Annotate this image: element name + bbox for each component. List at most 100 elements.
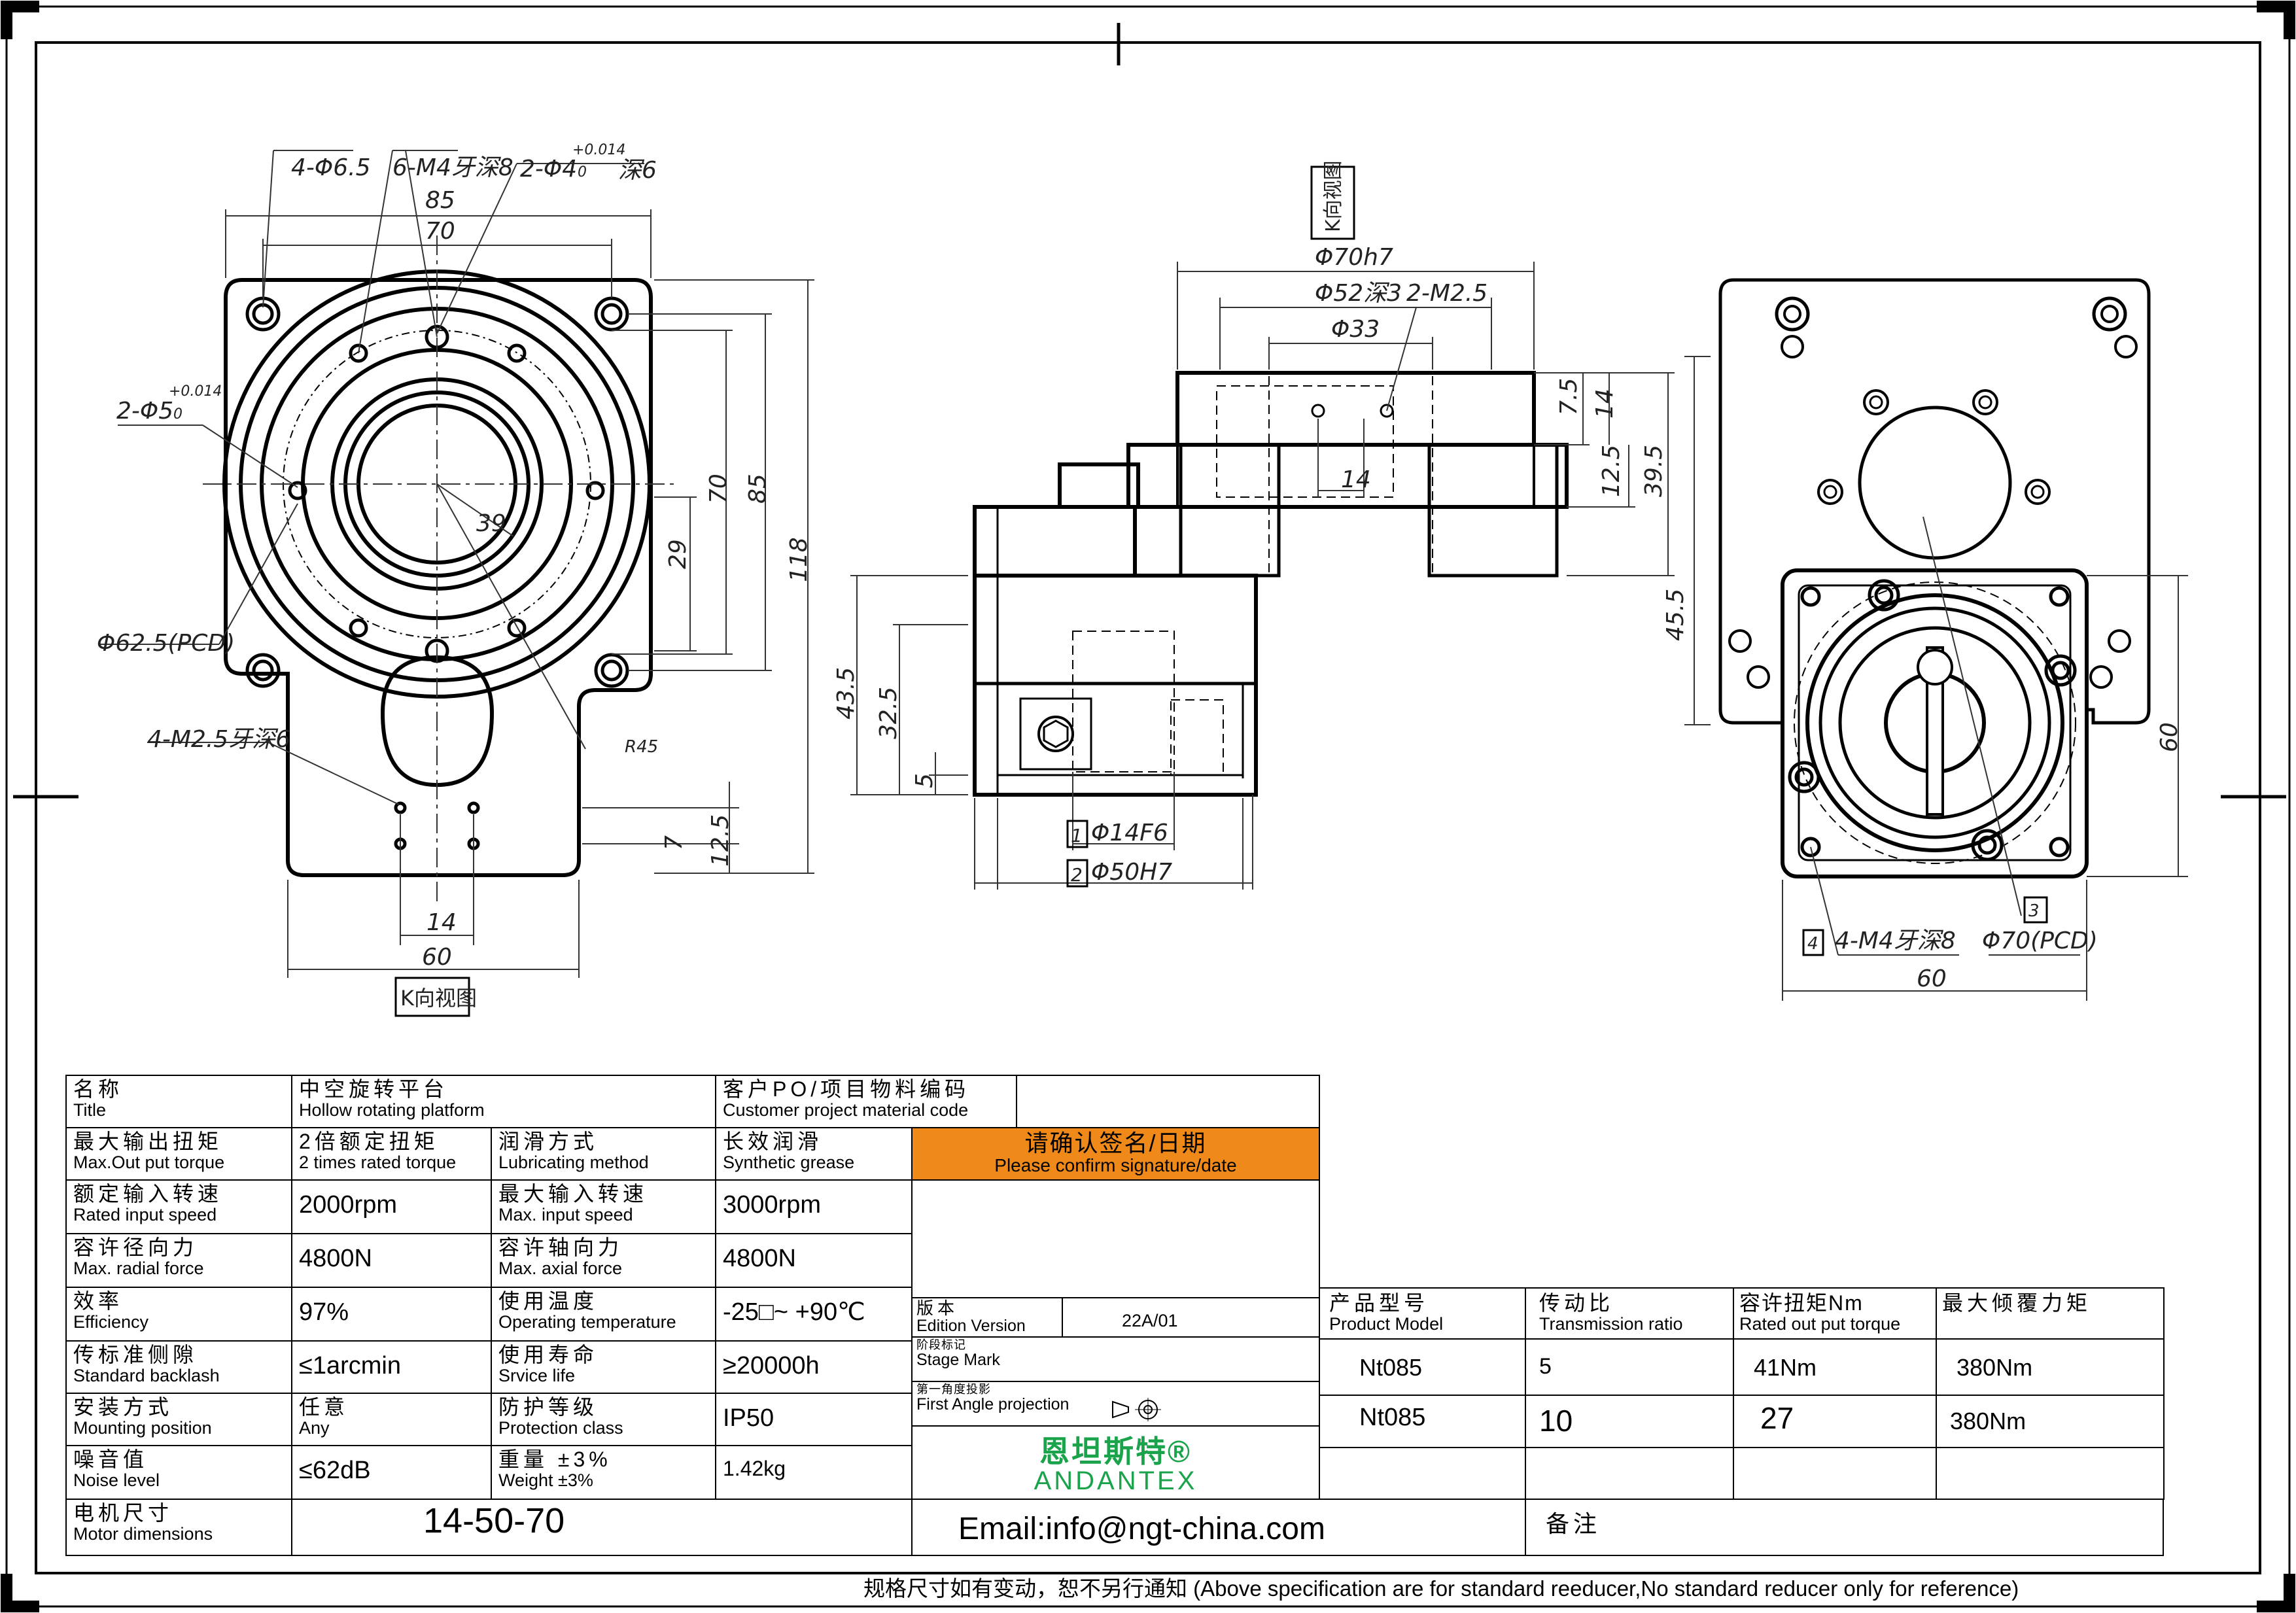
svg-text:4-Φ6.5: 4-Φ6.5 <box>291 154 370 181</box>
svg-text:39.5: 39.5 <box>1641 445 1667 497</box>
edition-value: 22A/01 <box>1062 1297 1320 1338</box>
svg-text:K向视图: K向视图 <box>400 986 477 1011</box>
model-blank-1 <box>1319 1447 1526 1500</box>
svg-text:60: 60 <box>2156 722 2183 752</box>
projection-symbol-icon <box>1112 1398 1161 1421</box>
svg-text:4-M2.5牙深6: 4-M2.5牙深6 <box>147 726 290 753</box>
right-view-labels: 45.5 60 60 4-M4牙深8 Φ70(PCD) 3 4 <box>1662 589 2183 992</box>
model-blank-2 <box>1525 1447 1734 1500</box>
svg-text:7: 7 <box>661 835 687 850</box>
middle-view <box>850 165 1675 890</box>
left-view-labels: 4-Φ6.5 6-M4牙深8 2-Φ4 深6 +0.014 0 2-Φ5 +0.… <box>97 142 812 1011</box>
efficiency-value: 97% <box>291 1287 492 1342</box>
svg-text:12.5: 12.5 <box>707 814 734 867</box>
rated-input-speed-value: 2000rpm <box>291 1179 492 1234</box>
svg-text:0: 0 <box>578 164 587 181</box>
svg-text:0: 0 <box>173 406 183 423</box>
outer-frame <box>5 5 2291 1608</box>
max-input-speed-value: 3000rpm <box>715 1179 913 1234</box>
svg-text:Φ50H7: Φ50H7 <box>1091 859 1172 886</box>
svg-text:85: 85 <box>744 474 771 504</box>
svg-text:118: 118 <box>786 537 812 582</box>
svg-text:+0.014: +0.014 <box>169 383 222 400</box>
signature-area[interactable] <box>911 1179 1320 1298</box>
model-row-1-product: Nt085 <box>1319 1338 1526 1396</box>
svg-text:85: 85 <box>425 187 455 214</box>
drawing-frame <box>35 41 2261 1574</box>
svg-text:Φ52深3: Φ52深3 <box>1315 280 1402 307</box>
svg-text:29: 29 <box>665 539 691 569</box>
svg-text:60: 60 <box>422 944 452 971</box>
svg-text:14: 14 <box>1341 466 1371 493</box>
svg-text:Φ33: Φ33 <box>1331 316 1380 343</box>
left-view <box>98 150 814 1017</box>
service-life-value: ≥20000h <box>715 1340 913 1394</box>
weight-label: 重量 ±3%Weight ±3% <box>491 1445 716 1500</box>
model-row-2-ratio: 10 <box>1525 1395 1734 1448</box>
model-blank-3 <box>1733 1447 1937 1500</box>
model-row-2-tilting-moment: 380Nm <box>1936 1395 2165 1448</box>
svg-text:1: 1 <box>1071 825 1083 846</box>
svg-text:K向视图: K向视图 <box>1322 160 1345 232</box>
svg-text:2-Φ5: 2-Φ5 <box>116 398 173 425</box>
svg-text:45.5: 45.5 <box>1662 589 1689 641</box>
protection-class-value: IP50 <box>715 1393 913 1446</box>
model-blank-4 <box>1936 1447 2165 1500</box>
noise-level-value: ≤62dB <box>291 1445 492 1500</box>
svg-text:7.5: 7.5 <box>1556 378 1582 415</box>
radial-force-value: 4800N <box>291 1233 492 1288</box>
operating-temperature-value: -25□~ +90℃ <box>715 1287 913 1342</box>
svg-text:32.5: 32.5 <box>875 687 902 739</box>
svg-text:5: 5 <box>911 773 938 788</box>
model-header-tilting-moment: 最大倾覆力矩 <box>1936 1287 2165 1340</box>
svg-text:39: 39 <box>476 510 506 537</box>
svg-text:43.5: 43.5 <box>833 667 860 720</box>
right-view <box>1684 278 2188 1001</box>
svg-text:12.5: 12.5 <box>1598 445 1625 497</box>
svg-text:6-M4牙深8: 6-M4牙深8 <box>392 154 513 181</box>
svg-text:R45: R45 <box>625 737 658 757</box>
svg-text:Φ70(PCD): Φ70(PCD) <box>1982 928 2098 954</box>
brand-logo: 恩坦斯特®ANDANTEX <box>911 1425 1320 1500</box>
model-row-1-tilting-moment: 380Nm <box>1936 1338 2165 1396</box>
model-row-2-product: Nt085 <box>1319 1395 1526 1448</box>
svg-text:2-Φ4: 2-Φ4 <box>520 156 577 182</box>
motor-dimensions-value: 14-50-70 <box>291 1499 913 1556</box>
svg-text:14: 14 <box>1592 389 1618 419</box>
backlash-value: ≤1arcmin <box>291 1340 492 1394</box>
svg-text:70: 70 <box>425 218 455 245</box>
remarks-cell: 备注 <box>1525 1499 2164 1556</box>
svg-text:14: 14 <box>426 909 457 936</box>
email-contact[interactable]: Email:info@ngt-china.com <box>911 1499 1526 1556</box>
customer-code-value[interactable] <box>1016 1075 1320 1128</box>
footer-note: 规格尺寸如有变动，恕不另行通知 (Above specification are… <box>863 1576 2019 1601</box>
axial-force-value: 4800N <box>715 1233 913 1288</box>
svg-text:4-M4牙深8: 4-M4牙深8 <box>1835 928 1956 954</box>
svg-text:4: 4 <box>1807 934 1818 954</box>
svg-text:+0.014: +0.014 <box>572 142 625 158</box>
